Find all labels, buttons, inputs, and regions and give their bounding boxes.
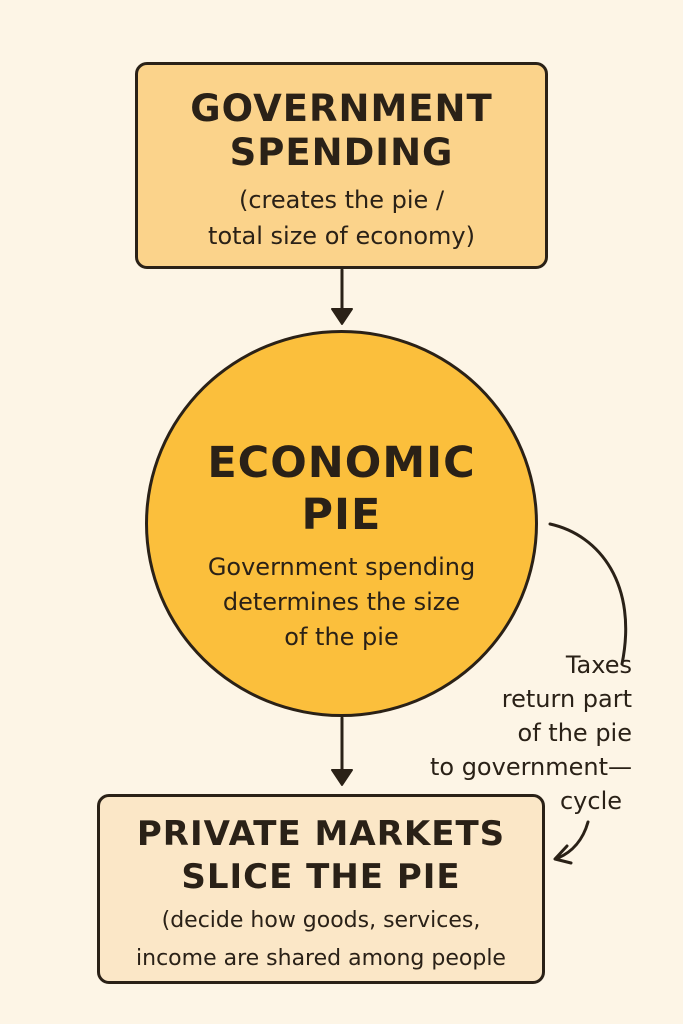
description-line: of the pie bbox=[284, 622, 399, 651]
cycle-curve-arrow-bottom bbox=[556, 820, 590, 860]
note-line: Taxes bbox=[565, 651, 632, 679]
note-line: return part bbox=[501, 685, 632, 713]
title-line: GOVERNMENT bbox=[190, 87, 493, 130]
description-line: Government spending bbox=[207, 552, 476, 581]
title-line: SLICE THE PIE bbox=[181, 856, 461, 897]
cycle-curve-arrow-top bbox=[548, 522, 628, 666]
title-line: PRIVATE MARKETS bbox=[136, 814, 506, 854]
title-line: ECONOMIC bbox=[207, 438, 476, 488]
note-line: of the pie bbox=[517, 719, 632, 747]
description-line: determines the size bbox=[222, 587, 461, 616]
title-line: SPENDING bbox=[229, 131, 454, 175]
arrowhead-left-icon bbox=[553, 844, 573, 865]
economic-pie-description: Government spending determines the size … bbox=[148, 550, 535, 655]
private-markets-box: PRIVATE MARKETS SLICE THE PIE (decide ho… bbox=[97, 794, 545, 984]
government-spending-title: GOVERNMENT SPENDING bbox=[138, 87, 545, 176]
government-spending-subtitle: (creates the pie / total size of economy… bbox=[138, 182, 545, 254]
title-line: PIE bbox=[301, 490, 382, 541]
subtitle-line: (creates the pie / bbox=[238, 185, 445, 214]
taxes-cycle-note: Taxes return part of the pie to governme… bbox=[402, 648, 632, 818]
economic-pie-circle: ECONOMIC PIE Government spending determi… bbox=[145, 330, 538, 717]
private-markets-title: PRIVATE MARKETS SLICE THE PIE bbox=[100, 813, 542, 898]
arrowhead-down-icon bbox=[331, 308, 353, 325]
government-spending-box: GOVERNMENT SPENDING (creates the pie / t… bbox=[135, 62, 548, 269]
subtitle-line: total size of economy) bbox=[208, 221, 475, 250]
subtitle-line: (decide how goods, services, bbox=[161, 908, 481, 933]
arrowhead-down-icon bbox=[331, 769, 353, 786]
note-line: cycle bbox=[559, 787, 622, 815]
economic-pie-title: ECONOMIC PIE bbox=[148, 437, 535, 542]
private-markets-subtitle: (decide how goods, services, income are … bbox=[100, 902, 542, 978]
note-line: to government— bbox=[429, 753, 632, 781]
subtitle-line: income are shared among people bbox=[136, 946, 506, 971]
